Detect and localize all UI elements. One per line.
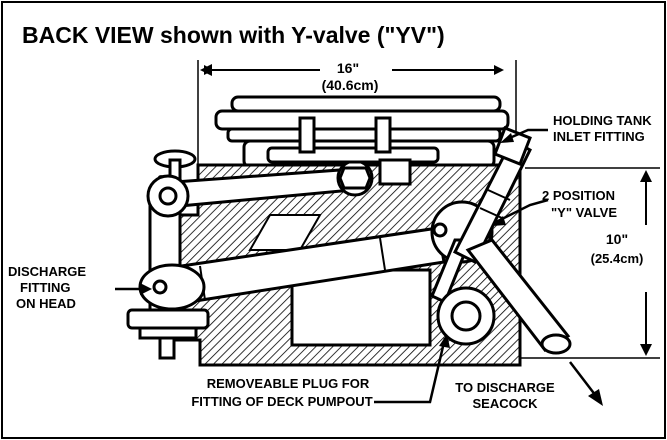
discharge-arrowhead — [140, 283, 152, 295]
holding-tank-label-line1: HOLDING TANK — [553, 113, 652, 128]
y-valve-label-line1: 2 POSITION — [542, 188, 615, 203]
seacock-label-line1: TO DISCHARGE — [455, 380, 555, 395]
height-dimension — [520, 167, 660, 359]
upper-discharge-hose — [146, 159, 374, 218]
discharge-label-line2: FITTING — [20, 280, 71, 295]
discharge-label-line1: DISCHARGE — [8, 264, 86, 279]
width-inches-label: 16" — [337, 60, 359, 76]
discharge-label-line3: ON HEAD — [16, 296, 76, 311]
seacock-arrow — [569, 361, 597, 397]
plug-label-line2: FITTING OF DECK PUMPOUT — [191, 394, 372, 409]
holding-tank-inlet-pipe — [452, 126, 532, 265]
y-valve-arrowhead — [492, 216, 506, 226]
holding-tank-arrowhead — [500, 133, 514, 143]
seacock-outlet-pipe — [465, 238, 572, 355]
height-cm-label: (25.4cm) — [591, 251, 644, 266]
seacock-arrowhead — [588, 389, 603, 406]
holding-tank-label-line2: INLET FITTING — [553, 129, 645, 144]
height-inches-label: 10" — [606, 231, 628, 247]
holding-tank-leader — [504, 128, 548, 142]
diagram-title: BACK VIEW shown with Y-valve ("YV") — [22, 22, 445, 48]
seacock-label-line2: SEACOCK — [472, 396, 538, 411]
plug-arrowhead — [439, 334, 450, 348]
y-valve-label-line2: "Y" VALVE — [551, 205, 617, 220]
width-cm-label: (40.6cm) — [322, 77, 379, 93]
removable-plug — [436, 286, 496, 346]
y-valve-leader — [495, 198, 549, 224]
plug-label-line1: REMOVEABLE PLUG FOR — [207, 376, 370, 391]
top-pump-mechanism — [266, 116, 440, 186]
plug-leader — [374, 337, 447, 404]
